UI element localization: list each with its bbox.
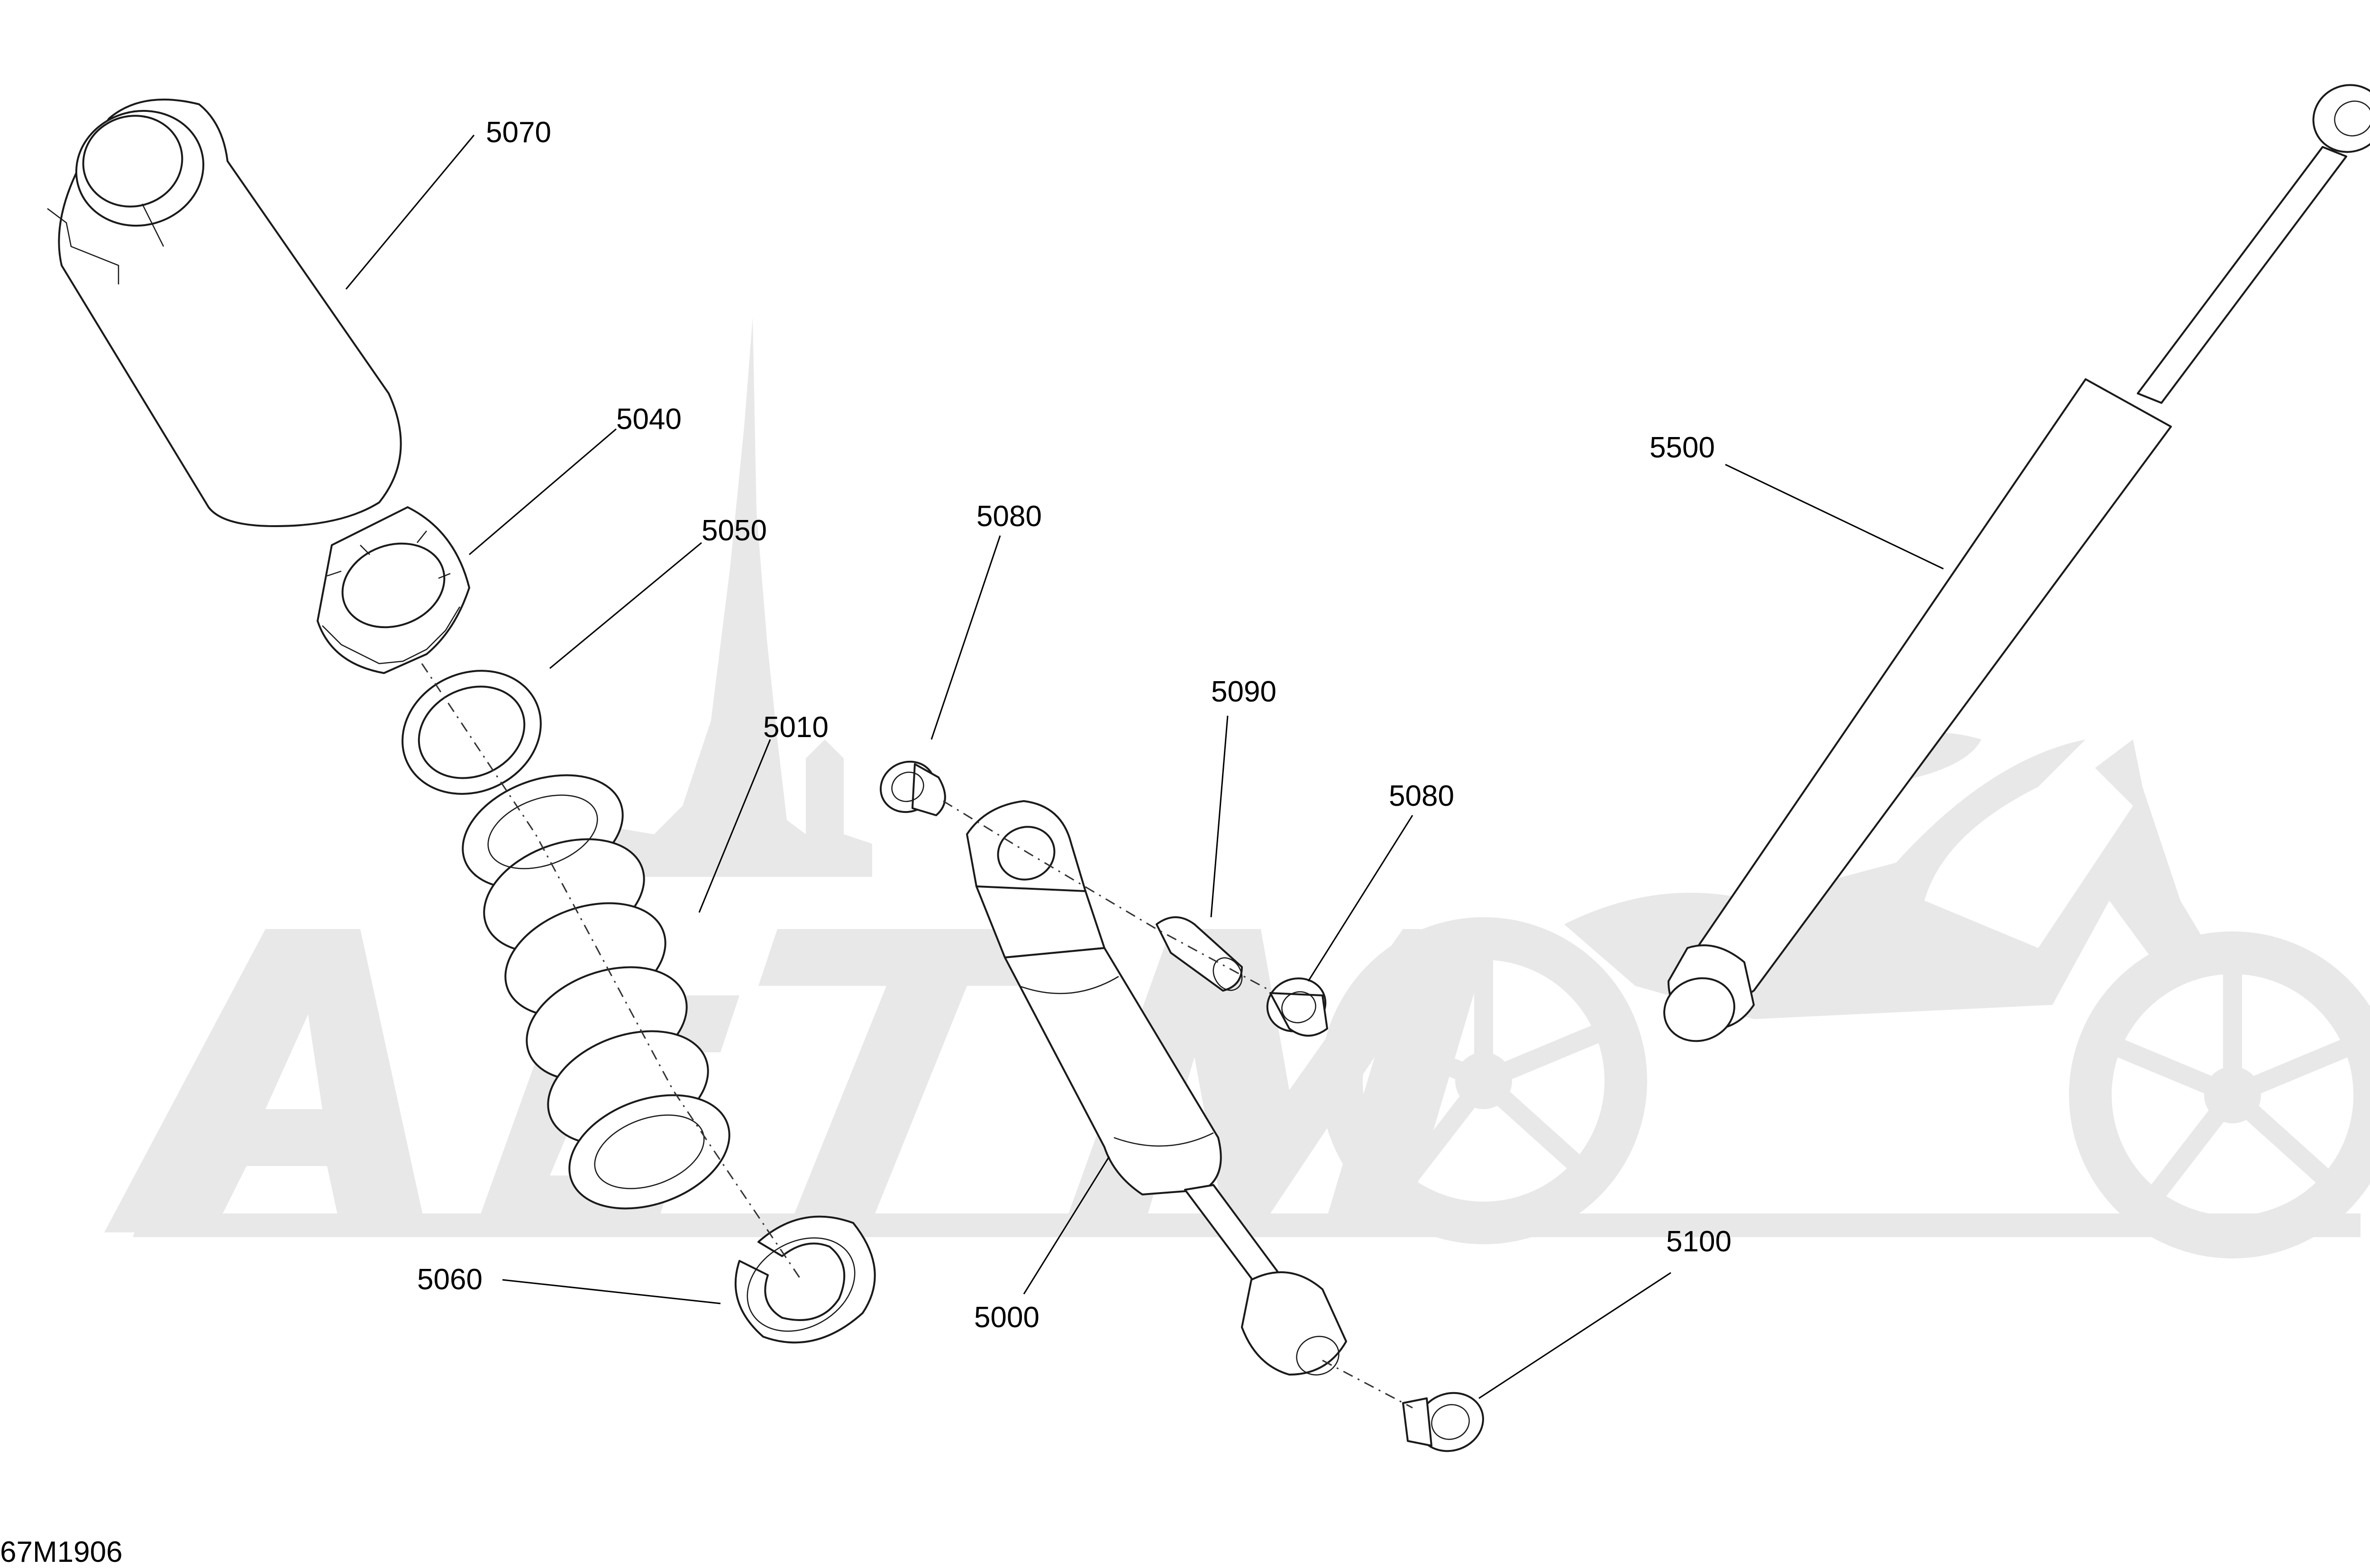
callout-5080-right: 5080 (1389, 780, 1454, 812)
collar-notches (327, 530, 451, 579)
shock-eyelet-bottom (1241, 1271, 1347, 1376)
dust-cover-slit (47, 208, 119, 284)
split-washer-outer (734, 1215, 876, 1344)
callout-5000: 5000 (974, 1301, 1039, 1334)
shock-eyelet-bottom-bore (1296, 1336, 1340, 1376)
leader-5050 (549, 542, 702, 669)
bushing-bottom-bore (1431, 1404, 1470, 1440)
collar-bore (341, 542, 446, 629)
leader-5100 (1478, 1272, 1671, 1399)
watermark-letter-a (104, 929, 427, 1232)
dust-cover-seam (141, 203, 164, 247)
callout-5070: 5070 (486, 116, 551, 149)
assembly-axis-upper-bushing (943, 800, 1271, 992)
split-washer-inner (747, 1237, 856, 1332)
bushing-bottom-sleeve (1402, 1397, 1432, 1447)
watermark-spire (465, 318, 872, 877)
bushing-upper-sleeve (912, 763, 946, 816)
bushing-right-bore (1281, 991, 1316, 1023)
callout-5090: 5090 (1211, 675, 1276, 708)
leader-5060 (502, 1279, 721, 1304)
callout-5050: 5050 (702, 514, 767, 547)
parts (47, 84, 2370, 1452)
part-coil-spring (462, 774, 730, 1210)
callout-labels: 5070 5040 5050 5010 5060 5080 5090 5080 … (0, 116, 1732, 1568)
callout-5040: 5040 (616, 403, 682, 436)
gas-shock-eyelet-bottom-face (1663, 977, 1735, 1042)
callout-5100: 5100 (1666, 1225, 1732, 1258)
leader-5000 (1023, 1156, 1110, 1295)
spring-coil-inner-1 (487, 794, 598, 869)
part-gas-shock (1663, 84, 2370, 1042)
callout-5080-upper: 5080 (976, 500, 1042, 533)
assembly-axis-lower-bushing (1322, 1359, 1413, 1409)
part-bushing-upper (880, 760, 946, 816)
gas-shock-rod (2137, 146, 2347, 404)
gas-shock-eyelet-top (2312, 84, 2370, 153)
figure-code: 67M1906 (0, 1536, 123, 1568)
watermark-baseline (133, 1213, 2361, 1237)
leader-5010 (698, 739, 771, 913)
bushing-upper-bore (891, 771, 924, 802)
bushing-right-sleeve (1269, 992, 1328, 1037)
shock-body-ring-1 (1019, 975, 1119, 994)
callout-5500: 5500 (1650, 431, 1715, 464)
watermark-rear-spokes (1366, 957, 1601, 1191)
part-bushing-bottom (1402, 1392, 1484, 1452)
leader-5500 (1725, 464, 1944, 570)
part-spring-collar (317, 506, 470, 674)
spring-coil-inner-6 (594, 1114, 705, 1189)
leader-5080b (1307, 815, 1413, 982)
watermark-letter-t (758, 929, 1071, 1232)
leader-lines (345, 135, 1944, 1399)
leader-5080a (930, 535, 1001, 740)
leader-5040 (469, 428, 617, 556)
part-washer-upper (401, 670, 542, 795)
assembly-axis-left (421, 663, 802, 1280)
collar-teeth (322, 606, 461, 665)
spacer-end (1212, 957, 1243, 991)
callout-5060: 5060 (417, 1263, 483, 1296)
spacer-body (1156, 916, 1243, 992)
part-dust-cover (47, 99, 402, 527)
callout-5010: 5010 (763, 711, 829, 744)
spring-coil-6 (568, 1094, 730, 1210)
washer-inner (418, 685, 526, 779)
leader-5070 (345, 135, 475, 290)
part-split-washer (734, 1215, 876, 1344)
leader-5090 (1210, 715, 1229, 918)
shock-body-ring-2 (1113, 1132, 1214, 1147)
gas-shock-eyelet-top-bore (2334, 100, 2370, 137)
part-bushing-right (1266, 977, 1328, 1037)
watermark-front-spokes (2115, 972, 2350, 1205)
dust-cover-top-inner (82, 115, 183, 208)
part-shock-absorber (966, 800, 1347, 1376)
shock-eyelet-top-bore (997, 826, 1056, 881)
part-spacer-sleeve (1156, 916, 1243, 992)
